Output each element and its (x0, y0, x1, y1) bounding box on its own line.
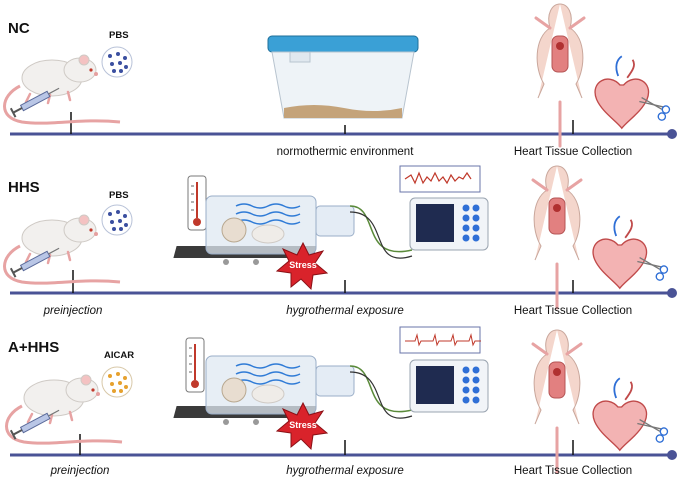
group-label-nc: NC (8, 20, 30, 37)
heart-scissors-icon (592, 215, 670, 290)
thermometer-icon (185, 337, 205, 393)
stage2-label-a-hhs: hygrothermal exposure (286, 465, 404, 477)
cable (349, 365, 413, 413)
stage2-label-hhs: hygrothermal exposure (286, 305, 404, 317)
timeline-end-nc (667, 129, 677, 139)
timeline-end-hhs (667, 288, 677, 298)
stage3-label-nc: Heart Tissue Collection (514, 146, 632, 158)
drug-label-hhs: PBS (109, 190, 129, 201)
aicar-vial-icon (101, 366, 133, 398)
aicar-dots-icon (108, 372, 128, 393)
row-hhs: HHS PBS Stress preinjection hygrothermal… (3, 164, 677, 317)
stage1-label-hhs: preinjection (43, 305, 103, 317)
pbs-vial-icon (101, 204, 133, 236)
group-label-a-hhs: A+HHS (8, 339, 59, 356)
cage-icon (267, 35, 419, 119)
thermometer-icon (187, 175, 207, 231)
stress-label-hhs: Stress (289, 260, 317, 270)
ecg-trace-panel (399, 165, 481, 193)
stage3-label-a-hhs: Heart Tissue Collection (514, 465, 632, 477)
dissected-rat-icon (531, 164, 583, 310)
ecg-trace (405, 333, 481, 347)
pbs-dots-icon (108, 52, 128, 73)
ecg-trace (404, 171, 472, 185)
pbs-dots-icon (108, 210, 128, 231)
pbs-vial-icon (101, 46, 133, 78)
drug-label-nc: PBS (109, 30, 129, 41)
stress-label-a-hhs: Stress (289, 420, 317, 430)
row-a-hhs: A+HHS AICAR Stress preinjection hygrothe… (5, 326, 677, 477)
ecg-monitor-icon (409, 359, 489, 413)
dissected-rat-icon (534, 2, 586, 148)
heart-scissors-icon (592, 377, 670, 452)
cable (349, 205, 413, 253)
ecg-trace-panel (399, 326, 481, 354)
drug-label-a-hhs: AICAR (104, 350, 134, 361)
heart-scissors-icon (594, 55, 672, 130)
dissected-rat-icon (531, 328, 583, 474)
row-nc: NC PBS normothermic environment Heart Ti… (3, 2, 677, 158)
stage3-label-hhs: Heart Tissue Collection (514, 305, 632, 317)
stage1-label-a-hhs: preinjection (50, 465, 110, 477)
group-label-hhs: HHS (8, 179, 40, 196)
cable (349, 371, 413, 419)
ecg-monitor-icon (409, 197, 489, 251)
timeline-end-a-hhs (667, 450, 677, 460)
cable (349, 211, 413, 259)
stage2-label-nc: normothermic environment (277, 146, 415, 158)
